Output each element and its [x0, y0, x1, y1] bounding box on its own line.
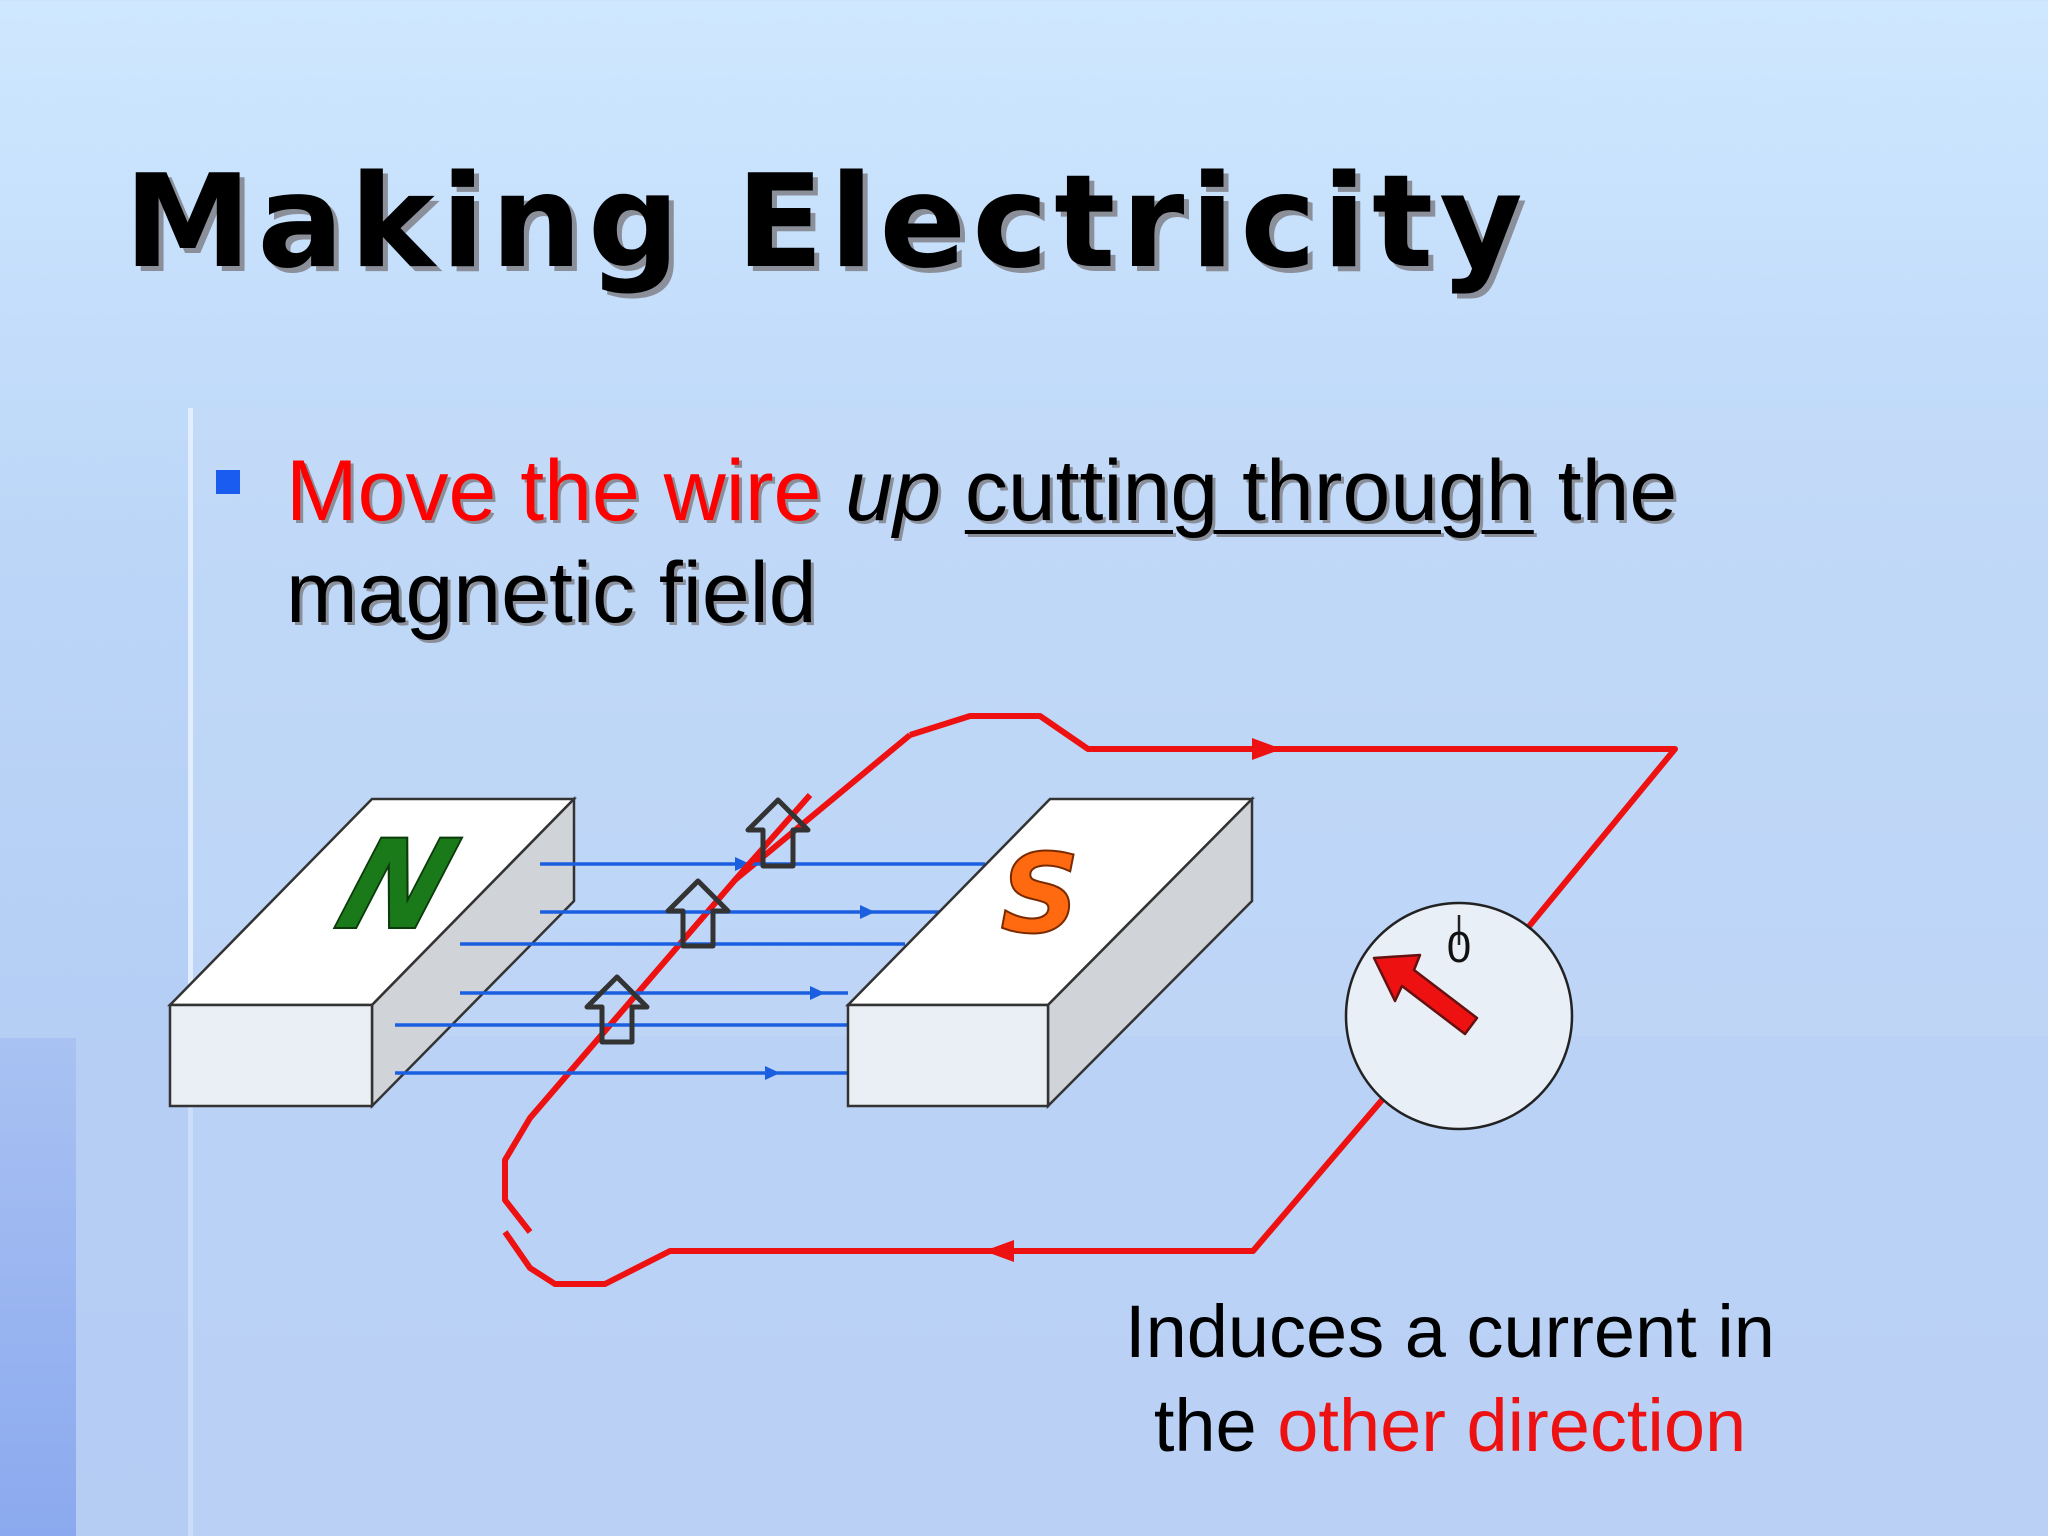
up-arrow-icon — [665, 878, 731, 949]
caption-line1: Induces a current in — [1125, 1290, 1775, 1373]
meter-zero-label: 0 — [1447, 923, 1471, 972]
motion-up-arrows — [584, 797, 811, 1045]
lower-panel — [76, 1036, 2048, 1536]
caption-line2-plain: the — [1153, 1384, 1257, 1467]
circuit-wire-top — [909, 713, 1678, 932]
bullet-text-plain: the — [1557, 443, 1678, 539]
caption-line2-red: other direction — [1277, 1384, 1747, 1467]
bullet-marker-icon — [216, 470, 240, 494]
circuit-wire-bottom — [502, 1098, 1385, 1287]
background-left-band — [0, 1038, 76, 1536]
meter-needle-arrow-icon — [1372, 953, 1479, 1036]
up-arrow-icon — [584, 974, 650, 1045]
slide-title: Making Electricity — [124, 148, 1529, 297]
current-arrow-top-icon — [1252, 738, 1282, 760]
bullet-text-line2: magnetic field — [286, 545, 817, 641]
circuit-wire-front-segment — [732, 793, 813, 882]
bullet-text-red: Move the wire — [286, 443, 822, 539]
ammeter: 0 — [1344, 901, 1574, 1131]
current-arrow-bottom-icon — [984, 1240, 1014, 1262]
bullet-text: Move the wire up cutting through the magn… — [286, 440, 1886, 644]
north-magnet: N — [167, 795, 577, 1110]
south-label: S — [1000, 830, 1079, 958]
bullet-text-italic: up — [845, 443, 941, 539]
caption: Induces a current in the other direction — [1060, 1285, 1840, 1473]
bullet-text-underlined: cutting through — [964, 443, 1534, 539]
up-arrow-icon — [745, 797, 811, 869]
south-magnet: S — [845, 795, 1255, 1110]
